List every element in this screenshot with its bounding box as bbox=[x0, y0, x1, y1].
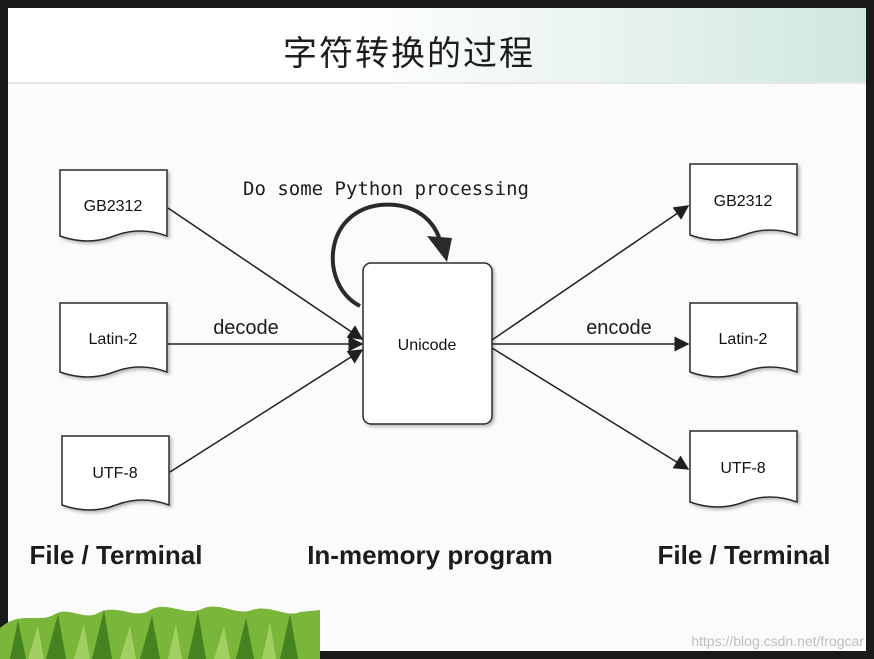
doc-label: UTF-8 bbox=[720, 460, 765, 477]
right-doc-gb2312: GB2312 bbox=[689, 163, 798, 241]
loop-label: Do some Python processing bbox=[243, 178, 529, 200]
watermark: https://blog.csdn.net/frogcar bbox=[691, 633, 864, 649]
title-band: 字符转换的过程 bbox=[8, 8, 866, 84]
unicode-box: Unicode bbox=[362, 262, 493, 425]
encode-label: encode bbox=[586, 317, 652, 339]
decode-label: decode bbox=[213, 317, 279, 339]
doc-label: Latin-2 bbox=[89, 331, 138, 348]
caption-left: File / Terminal bbox=[30, 540, 203, 570]
doc-label: GB2312 bbox=[84, 198, 143, 215]
arrow-unicode-to-gb2312 bbox=[491, 205, 690, 341]
arrow-utf8-to-unicode bbox=[169, 349, 364, 473]
caption-right: File / Terminal bbox=[658, 540, 831, 570]
unicode-label: Unicode bbox=[398, 337, 457, 354]
right-doc-utf8: UTF-8 bbox=[689, 430, 798, 508]
arrow-gb2312-to-unicode bbox=[167, 207, 364, 340]
page-title: 字符转换的过程 bbox=[283, 34, 535, 74]
right-doc-latin2: Latin-2 bbox=[689, 302, 798, 378]
doc-label: GB2312 bbox=[714, 193, 773, 210]
loop-arrow bbox=[330, 202, 452, 308]
grass-decoration bbox=[0, 606, 320, 659]
left-doc-utf8: UTF-8 bbox=[61, 435, 170, 511]
left-doc-latin2: Latin-2 bbox=[59, 302, 168, 378]
arrow-unicode-to-utf8 bbox=[491, 347, 690, 470]
doc-label: Latin-2 bbox=[719, 331, 768, 348]
left-doc-gb2312: GB2312 bbox=[59, 169, 168, 242]
doc-label: UTF-8 bbox=[92, 465, 137, 482]
caption-center: In-memory program bbox=[307, 540, 553, 570]
